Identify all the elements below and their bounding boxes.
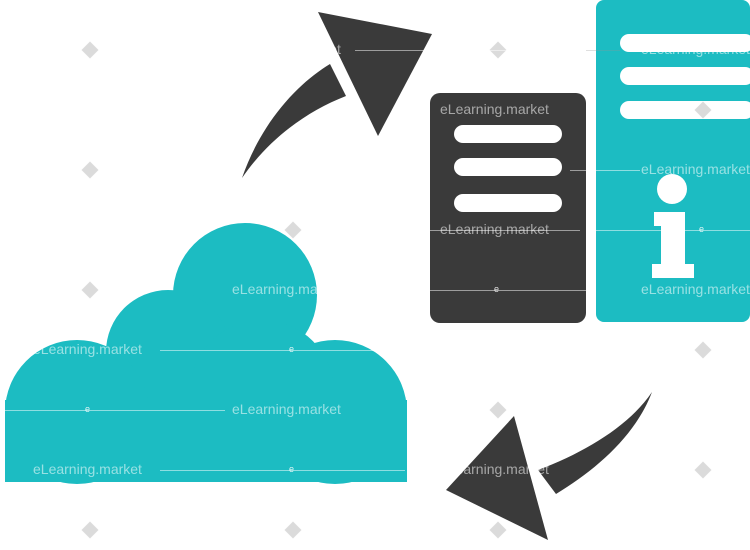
cloud-icon xyxy=(5,223,407,484)
info-icon xyxy=(652,174,694,278)
curved-arrow-down-left-icon xyxy=(446,392,652,540)
server-slot xyxy=(454,125,562,143)
server-slot xyxy=(620,34,750,52)
server-slot xyxy=(454,194,562,212)
server-slot xyxy=(620,67,750,85)
server-icon xyxy=(430,93,586,323)
server-slot xyxy=(620,101,750,119)
curved-arrow-up-right-icon xyxy=(242,12,432,178)
server-slot xyxy=(454,158,562,176)
server-info-icon xyxy=(596,0,750,322)
